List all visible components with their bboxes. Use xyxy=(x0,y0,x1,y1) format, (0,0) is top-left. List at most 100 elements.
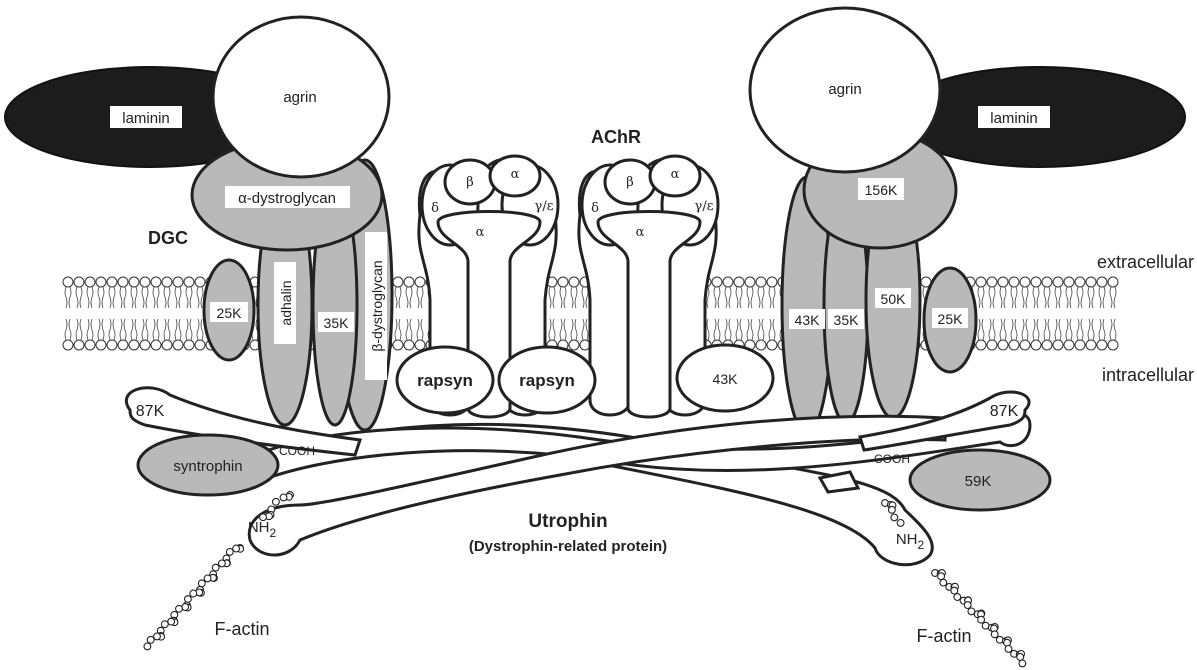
lipid-tail xyxy=(1033,319,1035,340)
lipid-head xyxy=(1042,340,1052,350)
lipid-tail xyxy=(751,287,753,308)
actin-bead xyxy=(260,514,267,521)
achr-left-delta-label: δ xyxy=(431,201,439,216)
lipid-tail xyxy=(978,287,980,308)
lipid-head xyxy=(129,340,139,350)
lipid-tail xyxy=(168,287,170,308)
lipid-tail xyxy=(747,319,749,340)
lipid-tail xyxy=(410,287,412,308)
lipid-head xyxy=(1053,277,1063,287)
lipid-tail xyxy=(1059,319,1061,340)
lipid-tail xyxy=(190,287,192,308)
lipid-head xyxy=(195,277,205,287)
lipid-head xyxy=(85,277,95,287)
lipid-tail xyxy=(201,319,203,340)
lipid-tail xyxy=(135,319,137,340)
lipid-tail xyxy=(91,287,93,308)
achr-left-alpha-label: α xyxy=(476,225,485,240)
k50-label: 50K xyxy=(881,291,907,307)
lipid-tail xyxy=(186,319,188,340)
lipid-tail xyxy=(153,319,155,340)
lipid-tail xyxy=(395,287,397,308)
k87-right-label: 87K xyxy=(990,403,1019,420)
lipid-tail xyxy=(1015,287,1017,308)
lipid-head xyxy=(393,340,403,350)
lipid-tail xyxy=(1114,319,1116,340)
k35-right-label: 35K xyxy=(834,312,860,328)
lipid-tail xyxy=(571,319,573,340)
lipid-tail xyxy=(421,319,423,340)
lipid-tail xyxy=(725,287,727,308)
lipid-head xyxy=(118,340,128,350)
intracellular-label: intracellular xyxy=(1102,365,1194,385)
lipid-tail xyxy=(1044,319,1046,340)
lipid-tail xyxy=(1066,319,1068,340)
lipid-tail xyxy=(747,287,749,308)
lipid-head xyxy=(151,340,161,350)
lipid-tail xyxy=(190,319,192,340)
actin-bead xyxy=(147,636,154,643)
achr-left-gamma-label: γ/ε xyxy=(535,199,554,214)
lipid-head xyxy=(140,277,150,287)
lipid-tail xyxy=(1114,287,1116,308)
factin-right-label: F-actin xyxy=(916,626,971,646)
lipid-head xyxy=(998,340,1008,350)
lipid-tail xyxy=(773,287,775,308)
lipid-head xyxy=(569,277,579,287)
lipid-tail xyxy=(1081,319,1083,340)
lipid-tail xyxy=(164,287,166,308)
lipid-tail xyxy=(395,319,397,340)
actin-bead xyxy=(1017,654,1024,661)
achr-label: AChR xyxy=(591,127,641,147)
lipid-tail xyxy=(406,319,408,340)
lipid-tail xyxy=(564,319,566,340)
lipid-tail xyxy=(773,319,775,340)
actin-bead xyxy=(204,575,211,582)
lipid-tail xyxy=(76,319,78,340)
lipid-tail xyxy=(102,287,104,308)
lipid-tail xyxy=(718,319,720,340)
lipid-tail xyxy=(1015,319,1017,340)
lipid-head xyxy=(1064,340,1074,350)
lipid-head xyxy=(173,277,183,287)
lipid-tail xyxy=(1004,319,1006,340)
achr-left-alpha-top-label: α xyxy=(511,167,520,182)
lipid-tail xyxy=(1033,287,1035,308)
lipid-tail xyxy=(120,287,122,308)
lipid-tail xyxy=(146,319,148,340)
lipid-tail xyxy=(1092,319,1094,340)
actin-bead xyxy=(219,560,226,567)
achr-right-beta-label: β xyxy=(626,175,634,190)
lipid-head xyxy=(1075,277,1085,287)
lipid-head xyxy=(1108,340,1118,350)
lipid-head xyxy=(767,277,777,287)
lipid-head xyxy=(140,340,150,350)
lipid-tail xyxy=(157,287,159,308)
lipid-tail xyxy=(740,319,742,340)
lipid-tail xyxy=(560,319,562,340)
lipid-tail xyxy=(586,319,588,340)
lipid-tail xyxy=(1022,287,1024,308)
lipid-head xyxy=(1031,277,1041,287)
achr-right-alpha-label: α xyxy=(636,225,645,240)
achr-right-gamma-label: γ/ε xyxy=(695,199,714,214)
lipid-tail xyxy=(87,319,89,340)
lipid-head xyxy=(756,277,766,287)
lipid-tail xyxy=(560,287,562,308)
rapsyn-1-label: rapsyn xyxy=(417,371,473,390)
lipid-tail xyxy=(157,319,159,340)
lipid-head xyxy=(987,277,997,287)
lipid-tail xyxy=(729,287,731,308)
lipid-head xyxy=(976,277,986,287)
lipid-tail xyxy=(718,287,720,308)
lipid-tail xyxy=(76,287,78,308)
lipid-tail xyxy=(1048,287,1050,308)
lipid-head xyxy=(1097,277,1107,287)
lipid-tail xyxy=(707,319,709,340)
lipid-tail xyxy=(124,319,126,340)
actin-bead xyxy=(161,621,168,628)
lipid-tail xyxy=(762,319,764,340)
lipid-head xyxy=(151,277,161,287)
lipid-tail xyxy=(124,287,126,308)
lipid-tail xyxy=(714,319,716,340)
